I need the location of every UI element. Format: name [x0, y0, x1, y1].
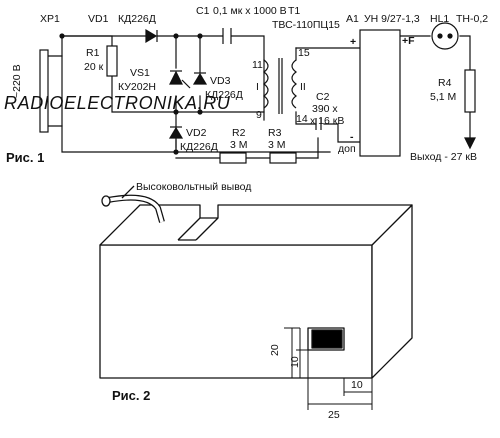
label-hl1: HL1	[430, 13, 449, 25]
label-a1: A1	[346, 13, 359, 25]
figure1-caption: Рис. 1	[6, 150, 44, 165]
resistor-r3	[269, 152, 297, 164]
label-r4-value: 5,1 М	[430, 91, 456, 103]
label-r2: R2	[232, 127, 246, 139]
label-vs1-type: КУ202Н	[118, 81, 156, 93]
figure2-labels: Высоковольтный вывод 20 10 10 25 Рис. 2	[112, 181, 363, 421]
thyristor-vs1	[169, 70, 183, 85]
transformer-primary	[263, 59, 269, 109]
label-xp1: XP1	[40, 13, 60, 25]
dim-width-outer: 25	[328, 409, 340, 421]
resistor-r4	[464, 69, 476, 113]
label-pin-9: 9	[256, 109, 262, 121]
label-vd2: VD2	[186, 127, 207, 139]
label-r1-value: 20 к	[84, 61, 104, 73]
label-winding-i: I	[256, 81, 259, 93]
diode-vd2	[168, 126, 184, 139]
lamp-hl1	[431, 22, 459, 50]
label-a1-dop: доп	[338, 143, 356, 155]
label-vd1-type: КД226Д	[118, 13, 156, 25]
label-t1: T1	[288, 5, 300, 17]
label-c2-value: 390 х	[312, 103, 338, 115]
label-vs1: VS1	[130, 67, 150, 79]
label-t1-type: ТВС-110ПЦ15	[272, 19, 340, 31]
schematic-symbols	[39, 22, 476, 164]
plug-xp1	[39, 49, 49, 133]
label-a1-f: +F	[402, 35, 415, 47]
resistor-r2	[219, 152, 247, 164]
label-a1-plus: +	[350, 36, 356, 48]
label-r2-value: 3 М	[230, 139, 248, 151]
label-r4: R4	[438, 77, 452, 89]
diode-vd1	[145, 28, 158, 44]
label-r3: R3	[268, 127, 282, 139]
label-c1-value: 0,1 мк х 1000 В	[213, 5, 287, 17]
label-hl1-type: ТН-0,2	[456, 13, 488, 25]
enclosure-drawing	[99, 185, 413, 379]
box-top-face	[99, 204, 413, 246]
label-a1-type: УН 9/27-1,3	[364, 13, 420, 25]
label-pin-11: 11	[252, 59, 263, 71]
dim-height-outer: 20	[269, 344, 281, 356]
label-pin-14: 14	[296, 113, 308, 125]
transformer-secondary	[291, 59, 297, 109]
label-vd1: VD1	[88, 13, 109, 25]
label-winding-ii: II	[300, 81, 306, 93]
watermark: RADIOELECTRONIKA.RU	[4, 93, 231, 113]
label-pin-15: 15	[298, 47, 310, 59]
dim-height-inner: 10	[289, 356, 301, 368]
schematic-wires	[47, 35, 471, 159]
label-a1-minus: -	[350, 131, 354, 143]
label-c2-value2: х 16 кВ	[310, 115, 344, 127]
label-vd2-type: КД226Д	[180, 141, 218, 153]
output-arrow	[464, 137, 476, 150]
label-r1: R1	[86, 47, 100, 59]
schematic-labels: XP1 ~220 В VD1 КД226Д C1 0,1 мк х 1000 В…	[4, 5, 488, 165]
label-mains: ~220 В	[11, 64, 23, 98]
box-front-face	[99, 244, 373, 379]
label-c1: C1	[196, 5, 210, 17]
label-vd3-type: КД226Д	[205, 89, 243, 101]
diode-vd3	[192, 72, 208, 85]
label-vd3: VD3	[210, 75, 231, 87]
label-r3-value: 3 М	[268, 139, 286, 151]
multiplier-a1	[359, 29, 401, 157]
label-hv-lead: Высоковольтный вывод	[136, 181, 251, 193]
dim-width-inner: 10	[351, 379, 363, 391]
figure2-caption: Рис. 2	[112, 388, 150, 403]
label-c2: C2	[316, 91, 330, 103]
dimension-lines	[284, 327, 373, 410]
resistor-r1	[106, 45, 118, 77]
label-output: Выход - 27 кВ	[410, 151, 477, 163]
